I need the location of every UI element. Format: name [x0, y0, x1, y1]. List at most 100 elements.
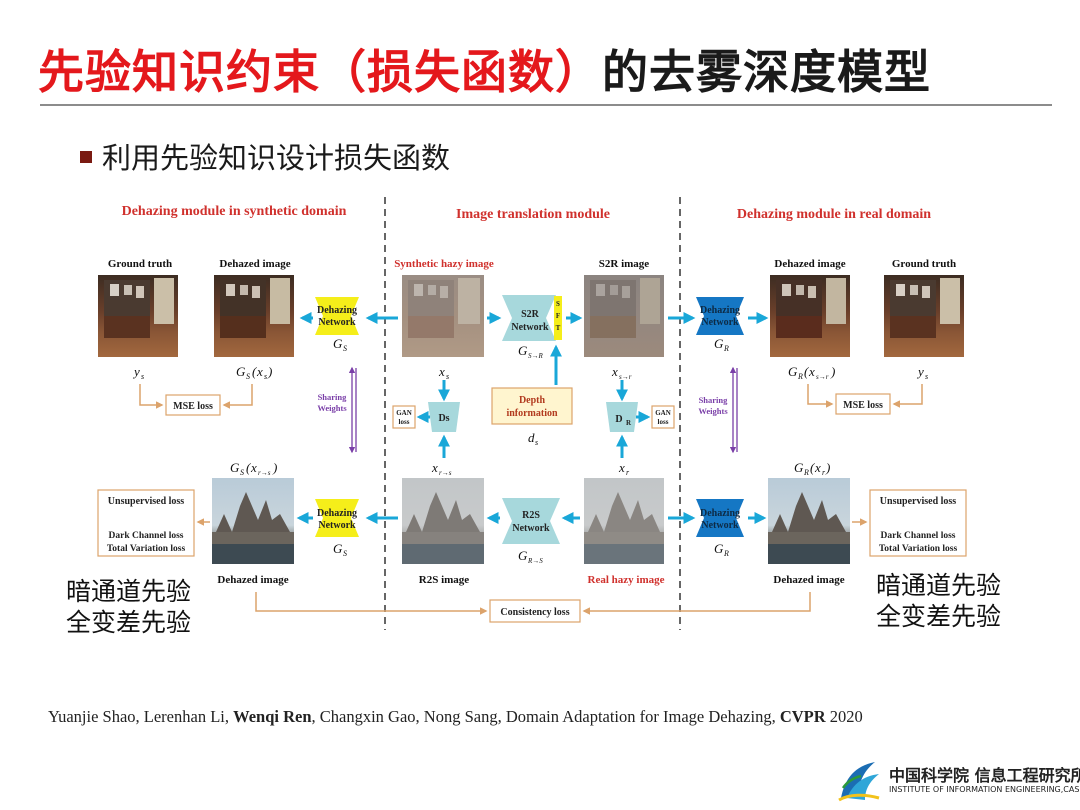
- svg-text:x: x: [431, 460, 438, 475]
- svg-text:S: S: [246, 372, 250, 381]
- image-synthetic-hazy: [402, 275, 484, 357]
- svg-text:Weights: Weights: [317, 403, 347, 413]
- svg-text:s→r: s→r: [619, 373, 632, 381]
- section-title-translation: Image translation module: [456, 207, 610, 222]
- depth-information-box: Depth information: [491, 387, 573, 425]
- svg-text:s: s: [141, 372, 144, 381]
- image-dehazed-bottom-right: [768, 478, 850, 564]
- citation-bold-author: Wenqi Ren: [233, 707, 312, 726]
- svg-text:R: R: [803, 468, 809, 477]
- svg-text:Network: Network: [701, 317, 739, 328]
- caption-dehazed-top-right: Dehazed image: [774, 258, 845, 270]
- svg-text:Dark Channel loss: Dark Channel loss: [881, 531, 956, 541]
- r2s-network: R2S Network: [502, 498, 560, 544]
- svg-text:S→R: S→R: [528, 352, 544, 360]
- svg-text:x: x: [438, 364, 445, 379]
- svg-text:s: s: [535, 438, 538, 447]
- sft-label: SFT: [556, 300, 561, 332]
- svg-text:x: x: [250, 460, 257, 475]
- left-prior-note: 暗通道先验 全变差先验: [66, 576, 191, 638]
- dehazing-network-synthetic-bottom: Dehazing Network: [315, 499, 359, 537]
- institute-name-cn: 中国科学院 信息工程研究所: [889, 766, 1080, 785]
- svg-text:G: G: [518, 548, 528, 563]
- svg-text:(: (: [252, 364, 257, 379]
- svg-text:G: G: [333, 541, 343, 556]
- slide-title-dark-part: 的去雾深度模型: [602, 45, 931, 99]
- image-dehazed-top-left: [214, 275, 294, 357]
- citation-year: 2020: [825, 707, 863, 726]
- svg-text:Weights: Weights: [698, 406, 728, 416]
- svg-text:R: R: [797, 372, 803, 381]
- mse-loss-left: MSE loss: [165, 394, 221, 416]
- section-title-synthetic: Dehazing module in synthetic domain: [122, 204, 347, 219]
- svg-text:d: d: [528, 430, 535, 445]
- svg-text:R: R: [626, 419, 632, 427]
- svg-text:G: G: [714, 336, 724, 351]
- svg-text:Dark Channel loss: Dark Channel loss: [109, 531, 184, 541]
- svg-text:S2R: S2R: [521, 309, 540, 320]
- svg-text:y: y: [132, 364, 140, 379]
- image-dehazed-bottom-left: [212, 478, 294, 564]
- caption-ground-truth-right: Ground truth: [892, 258, 956, 270]
- svg-text:Total Variation loss: Total Variation loss: [879, 544, 958, 554]
- svg-text:G: G: [714, 541, 724, 556]
- svg-text:r→s: r→s: [258, 469, 271, 477]
- svg-text:x: x: [256, 364, 263, 379]
- svg-text:MSE loss: MSE loss: [173, 401, 213, 412]
- svg-text:x: x: [808, 364, 815, 379]
- right-note-dark-channel: 暗通道先验: [876, 571, 1002, 600]
- svg-text:G: G: [333, 336, 343, 351]
- svg-text:Unsupervised loss: Unsupervised loss: [108, 496, 185, 507]
- caption-synthetic-hazy: Synthetic hazy image: [394, 258, 494, 270]
- svg-text:S: S: [343, 344, 347, 353]
- left-note-total-variation: 全变差先验: [66, 608, 192, 637]
- institute-emblem-icon: [838, 762, 880, 802]
- unsupervised-loss-right: Unsupervised loss Dark Channel loss Tota…: [869, 489, 967, 557]
- svg-text:s→r: s→r: [816, 373, 829, 381]
- caption-r2s-image: R2S image: [419, 574, 470, 586]
- svg-text:information: information: [506, 408, 558, 419]
- citation-authors-part1: Yuanjie Shao, Lerenhan Li,: [48, 707, 234, 726]
- svg-text:R: R: [723, 549, 729, 558]
- institute-logo: 中国科学院 信息工程研究所 INSTITUTE OF INFORMATION E…: [835, 758, 1080, 804]
- svg-text:s: s: [925, 372, 928, 381]
- sharing-weights-right: Sharing Weights: [698, 366, 738, 454]
- svg-text:Network: Network: [318, 520, 356, 531]
- svg-text:): ): [825, 460, 830, 475]
- caption-dehazed-top-left: Dehazed image: [219, 258, 290, 270]
- dehazing-network-synthetic-top: Dehazing Network: [315, 297, 359, 335]
- svg-text:S: S: [240, 468, 244, 477]
- slide-title-red-part: 先验知识约束（损失函数）: [38, 45, 602, 99]
- svg-text:Network: Network: [511, 322, 549, 333]
- svg-text:Sharing: Sharing: [318, 392, 348, 402]
- svg-text:x: x: [814, 460, 821, 475]
- loss-connectors: [139, 384, 923, 615]
- svg-text:y: y: [916, 364, 924, 379]
- svg-text:r: r: [626, 468, 630, 477]
- right-note-total-variation: 全变差先验: [876, 602, 1002, 631]
- svg-text:Dehazing: Dehazing: [317, 508, 357, 519]
- image-dehazed-top-right: [770, 275, 850, 357]
- svg-text:GAN: GAN: [396, 409, 412, 417]
- svg-text:Consistency loss: Consistency loss: [500, 607, 569, 618]
- bullet-square-icon: [80, 151, 92, 163]
- svg-text:): ): [830, 364, 835, 379]
- svg-text:x: x: [611, 364, 618, 379]
- sft-layer: [554, 296, 562, 340]
- svg-text:S: S: [343, 549, 347, 558]
- svg-text:G: G: [788, 364, 798, 379]
- svg-text:(: (: [810, 460, 815, 475]
- sft-letter: T: [556, 324, 561, 332]
- gan-loss-left: GAN loss: [392, 405, 416, 429]
- svg-text:s: s: [264, 372, 267, 381]
